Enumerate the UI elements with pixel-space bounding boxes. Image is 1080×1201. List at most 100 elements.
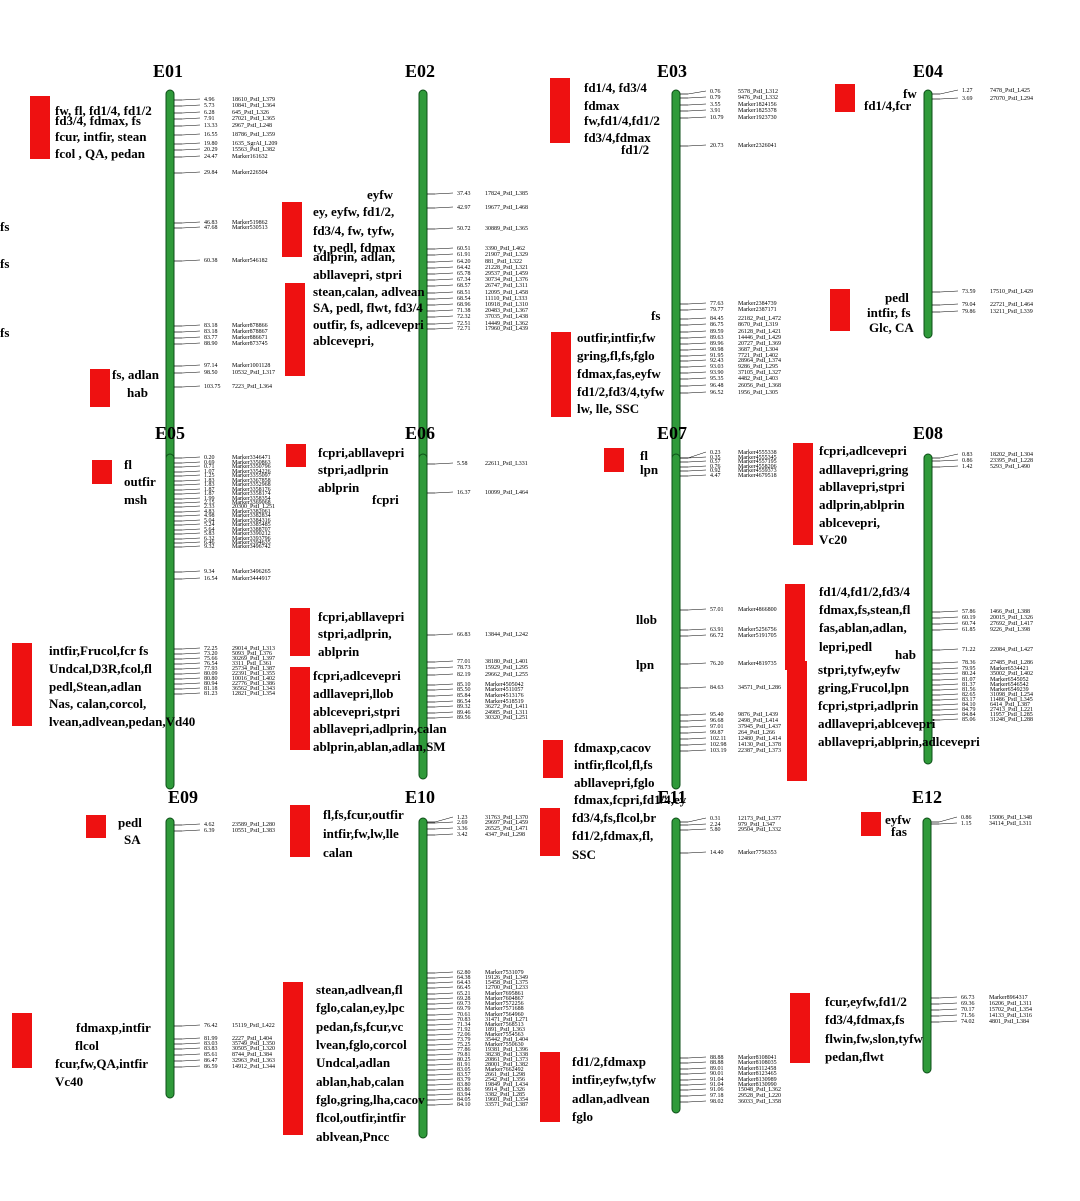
marker-leader bbox=[181, 133, 201, 136]
marker-name: 22182_PstI_L472 bbox=[738, 316, 781, 322]
marker-name: Marker878866 bbox=[232, 323, 268, 329]
marker-leader bbox=[434, 1033, 454, 1036]
marker-position: 5.58 bbox=[457, 461, 468, 467]
marker-name: 38238_PstI_L338 bbox=[485, 1052, 528, 1058]
marker-name: 22721_PstI_L464 bbox=[990, 302, 1033, 308]
marker-leader bbox=[181, 364, 201, 367]
marker-name: 35002_PstI_L402 bbox=[990, 671, 1033, 677]
marker-leader bbox=[434, 272, 454, 275]
marker-leader bbox=[181, 470, 201, 473]
marker-position: 93.90 bbox=[710, 370, 724, 376]
marker-name: Marker7554563 bbox=[485, 1032, 524, 1038]
marker-name: 2967_PstI_L248 bbox=[232, 123, 272, 129]
marker-position: 72.06 bbox=[457, 1032, 471, 1038]
marker-name: 35749_PstI_L350 bbox=[232, 1041, 275, 1047]
qtl-trait-label: outfir, fs, adlcevepri bbox=[313, 317, 424, 332]
marker-name: 12173_PstI_L377 bbox=[738, 816, 781, 822]
marker-name: Marker3367858 bbox=[232, 478, 271, 484]
qtl-block bbox=[285, 283, 305, 376]
marker-name: 11110_PstI_L333 bbox=[485, 296, 527, 302]
marker-position: 76.42 bbox=[204, 1023, 218, 1029]
marker-position: 42.97 bbox=[457, 205, 471, 211]
marker-leader bbox=[181, 677, 201, 680]
marker-position: 86.54 bbox=[457, 699, 471, 705]
qtl-block bbox=[790, 993, 810, 1063]
marker-position: 83.80 bbox=[457, 1082, 471, 1088]
marker-position: 83.57 bbox=[457, 1072, 471, 1078]
marker-leader bbox=[434, 322, 454, 325]
marker-name: Marker2384739 bbox=[738, 301, 777, 307]
marker-name: 15119_PstI_L422 bbox=[232, 1023, 275, 1029]
marker-leader bbox=[434, 1058, 454, 1061]
marker-leader bbox=[434, 673, 454, 676]
marker-leader bbox=[939, 667, 959, 670]
marker-leader bbox=[181, 111, 201, 114]
marker-leader bbox=[181, 226, 201, 229]
marker-name: 20300_PstI_L251 bbox=[232, 504, 275, 510]
qtl-block bbox=[92, 460, 112, 484]
marker-position: 95.35 bbox=[710, 376, 724, 382]
marker-leader bbox=[434, 253, 454, 256]
marker-name: Marker6534421 bbox=[990, 666, 1029, 672]
marker-name: Marker519862 bbox=[232, 220, 268, 226]
marker-leader bbox=[434, 700, 454, 703]
marker-name: 15458_PstI_L375 bbox=[485, 980, 528, 986]
marker-position: 89.56 bbox=[457, 715, 471, 721]
qtl-trait-label: lvean,adlvean,pedan,Vd40 bbox=[49, 714, 195, 729]
qtl-trait-label: abllavepri,ablprin,adlcevepri bbox=[818, 734, 980, 749]
marker-position: 82.19 bbox=[457, 672, 471, 678]
marker-position: 10.79 bbox=[710, 115, 724, 121]
marker-position: 2.24 bbox=[710, 822, 721, 828]
marker-name: Marker7531079 bbox=[485, 970, 524, 976]
qtl-block bbox=[543, 740, 563, 778]
qtl-trait-label: lw, lle, SSC bbox=[577, 401, 639, 416]
marker-position: 77.86 bbox=[457, 1047, 471, 1053]
marker-leader bbox=[687, 90, 707, 95]
marker-position: 81.91 bbox=[457, 1062, 471, 1068]
marker-leader bbox=[434, 309, 454, 312]
qtl-trait-label: fd1/4,fd1/2,fd3/4 bbox=[819, 584, 911, 599]
marker-leader bbox=[687, 1088, 707, 1091]
qtl-trait-label: llob bbox=[636, 612, 657, 627]
marker-name: 5293_PstI_L490 bbox=[990, 464, 1030, 470]
marker-position: 1.07 bbox=[204, 469, 215, 475]
marker-leader bbox=[434, 462, 454, 465]
marker-name: 18202_PstI_L304 bbox=[990, 452, 1033, 458]
qtl-block bbox=[785, 584, 805, 670]
marker-position: 96.68 bbox=[710, 718, 724, 724]
marker-position: 3.55 bbox=[710, 102, 721, 108]
marker-leader bbox=[687, 359, 707, 362]
chromosome-title: E11 bbox=[657, 787, 686, 807]
marker-position: 66.72 bbox=[710, 633, 724, 639]
marker-name: 14130_PstI_L378 bbox=[738, 742, 781, 748]
marker-position: 0.71 bbox=[204, 464, 215, 470]
marker-leader bbox=[434, 997, 454, 1000]
marker-name: 20727_PstI_L369 bbox=[738, 341, 781, 347]
chromosome-bar bbox=[418, 453, 428, 780]
marker-position: 1.23 bbox=[457, 815, 468, 821]
marker-name: 17824_PstI_L385 bbox=[485, 191, 528, 197]
marker-leader bbox=[434, 278, 454, 281]
marker-name: 15006_PstI_L348 bbox=[989, 815, 1032, 821]
marker-position: 16.37 bbox=[457, 490, 471, 496]
marker-position: 60.51 bbox=[457, 246, 471, 252]
marker-name: 26747_PstI_L311 bbox=[485, 283, 528, 289]
marker-leader bbox=[434, 660, 454, 663]
marker-position: 79.95 bbox=[962, 666, 976, 672]
marker-leader bbox=[434, 303, 454, 306]
marker-leader bbox=[687, 330, 707, 333]
marker-position: 0.76 bbox=[710, 89, 721, 95]
qtl-trait-label: lpn bbox=[640, 462, 659, 477]
marker-position: 6.28 bbox=[204, 110, 215, 116]
chromosome-title: E05 bbox=[155, 423, 185, 443]
marker-name: Marker1001128 bbox=[232, 363, 270, 369]
qtl-trait-label: SSC bbox=[572, 847, 596, 862]
marker-leader bbox=[181, 124, 201, 127]
marker-position: 84.79 bbox=[962, 707, 976, 713]
marker-leader bbox=[687, 456, 707, 459]
marker-position: 89.96 bbox=[710, 341, 724, 347]
qtl-trait-label: fd1/2,fd3/4,tyfw bbox=[577, 384, 665, 399]
marker-position: 97.01 bbox=[710, 724, 724, 730]
